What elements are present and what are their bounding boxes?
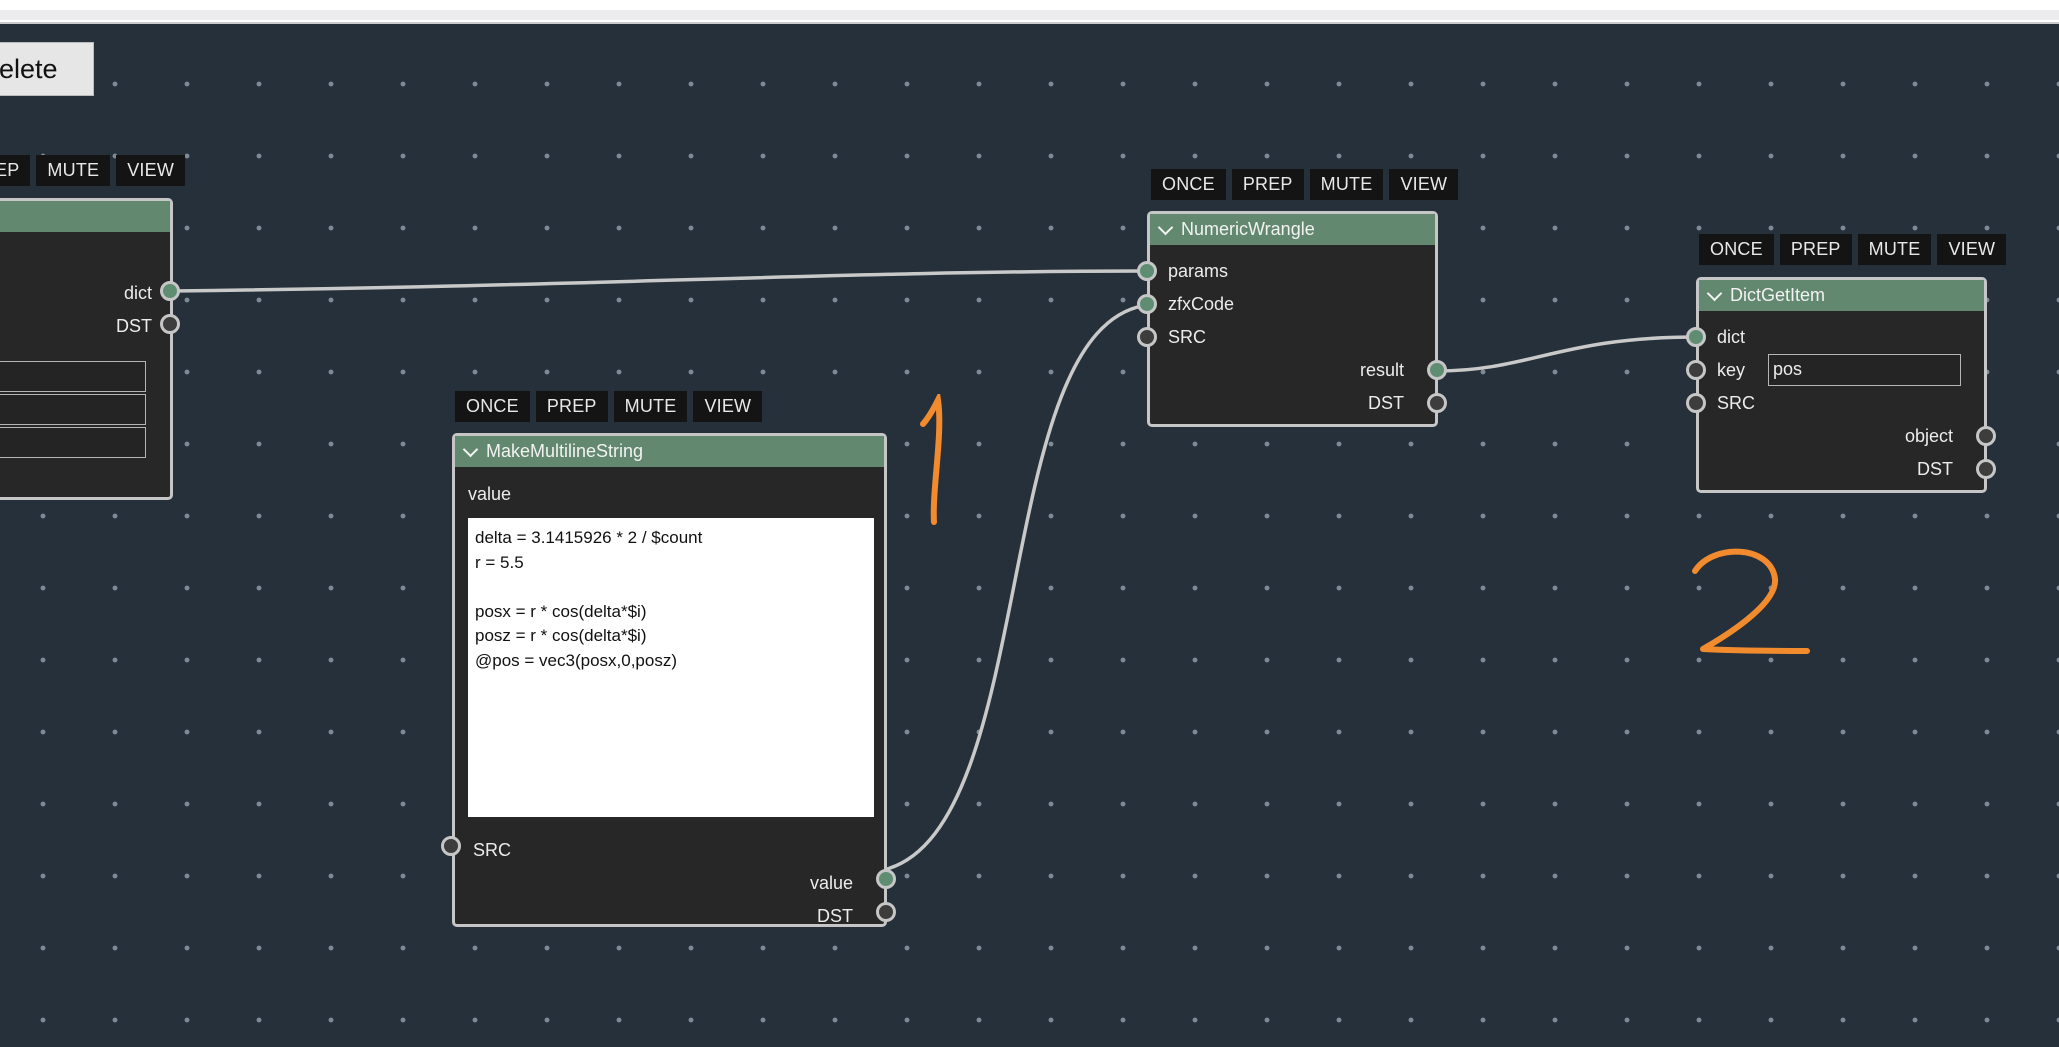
input-label-dict: dict [1717, 327, 1746, 347]
input-port-params[interactable] [1137, 261, 1157, 281]
input-port-zfxcode[interactable] [1137, 294, 1157, 314]
node-title: NumericWrangle [1181, 219, 1315, 239]
input-label-params: params [1168, 261, 1229, 281]
output-label-dict: dict [123, 283, 152, 303]
param-field-1[interactable] [0, 361, 146, 392]
annotation-2: 2 [1692, 548, 1810, 654]
wire-layer [171, 269, 1698, 871]
input-port-dict[interactable] [1686, 327, 1706, 347]
node-header[interactable]: NumericWrangle [1150, 214, 1435, 245]
wire-dict-to-params [171, 269, 1149, 293]
output-port-object[interactable] [1976, 426, 1996, 446]
make-multiline-string-node[interactable]: MakeMultilineString value delta = 3.1415… [452, 433, 887, 927]
once-button[interactable]: ONCE [455, 391, 530, 422]
output-label-dst: DST [817, 906, 853, 926]
mute-button[interactable]: MUTE [36, 155, 111, 186]
mute-button[interactable]: MUTE [1857, 234, 1932, 265]
view-button[interactable]: VIEW [693, 391, 763, 422]
input-label-src: SRC [1717, 393, 1756, 413]
left-node-flag-bar: EP MUTE VIEW [0, 155, 186, 186]
node-header[interactable] [0, 201, 170, 232]
input-label-src: SRC [473, 840, 512, 860]
view-button[interactable]: VIEW [1389, 169, 1459, 200]
input-port-key[interactable] [1686, 360, 1706, 380]
multiline-flag-bar: ONCE PREP MUTE VIEW [455, 391, 763, 422]
annotation-1: 1 [920, 394, 943, 525]
once-button[interactable]: ONCE [1151, 169, 1226, 200]
value-textarea[interactable]: delta = 3.1415926 * 2 / $count r = 5.5 p… [468, 518, 874, 817]
delete-button[interactable]: elete [0, 42, 94, 96]
left-node[interactable]: dict DST [0, 198, 173, 500]
param-label-value: value [468, 484, 512, 504]
collapse-chevron-icon[interactable] [1157, 219, 1174, 235]
output-port-dst[interactable] [876, 902, 896, 922]
node-header[interactable]: DictGetItem [1699, 280, 1984, 311]
mute-button[interactable]: MUTE [1309, 169, 1384, 200]
prep-button[interactable]: PREP [1231, 169, 1304, 200]
numeric-wrangle-node[interactable]: NumericWrangle params zfxCode SRC result… [1147, 211, 1438, 427]
prep-button[interactable]: PREP [535, 391, 608, 422]
input-label-key: key [1717, 360, 1746, 380]
once-button[interactable]: ONCE [1699, 234, 1774, 265]
window-top-bar [0, 0, 2059, 24]
collapse-chevron-icon[interactable] [462, 441, 479, 457]
collapse-chevron-icon[interactable] [1706, 285, 1723, 301]
param-field-2[interactable] [0, 394, 146, 425]
input-port-src[interactable] [1686, 393, 1706, 413]
output-label-dst: DST [116, 316, 152, 336]
param-field-3[interactable] [0, 427, 146, 458]
output-port-value[interactable] [876, 869, 896, 889]
node-title: MakeMultilineString [486, 441, 644, 461]
output-label-dst: DST [1917, 459, 1953, 479]
output-port-result[interactable] [1427, 360, 1447, 380]
input-port-src[interactable] [1137, 327, 1157, 347]
dict-get-item-node[interactable]: DictGetItem dict key pos SRC object DST [1696, 277, 1987, 493]
input-port-src[interactable] [441, 836, 461, 856]
output-port-dst[interactable] [1976, 459, 1996, 479]
wire-value-to-zfxcode [886, 303, 1149, 871]
prep-button[interactable]: EP [0, 155, 31, 186]
view-button[interactable]: VIEW [1937, 234, 2007, 265]
output-port-dst[interactable] [160, 314, 180, 334]
prep-button[interactable]: PREP [1779, 234, 1852, 265]
output-label-value: value [809, 873, 853, 893]
wrangle-flag-bar: ONCE PREP MUTE VIEW [1151, 169, 1459, 200]
wire-result-to-dict [1436, 335, 1698, 373]
dictget-flag-bar: ONCE PREP MUTE VIEW [1699, 234, 2007, 265]
output-label-dst: DST [1368, 393, 1404, 413]
output-label-result: result [1359, 360, 1404, 380]
input-label-src: SRC [1168, 327, 1207, 347]
mute-button[interactable]: MUTE [613, 391, 688, 422]
view-button[interactable]: VIEW [116, 155, 186, 186]
node-editor-canvas[interactable]: elete EP MUTE VIEW dict DST ONCE PREP MU… [0, 24, 2059, 1047]
key-input[interactable]: pos [1768, 354, 1961, 386]
output-label-object: object [1904, 426, 1953, 446]
input-label-zfxcode: zfxCode [1168, 294, 1235, 314]
output-port-dst[interactable] [1427, 393, 1447, 413]
output-port-dict[interactable] [160, 281, 180, 301]
node-header[interactable]: MakeMultilineString [455, 436, 884, 467]
node-title: DictGetItem [1730, 285, 1826, 305]
